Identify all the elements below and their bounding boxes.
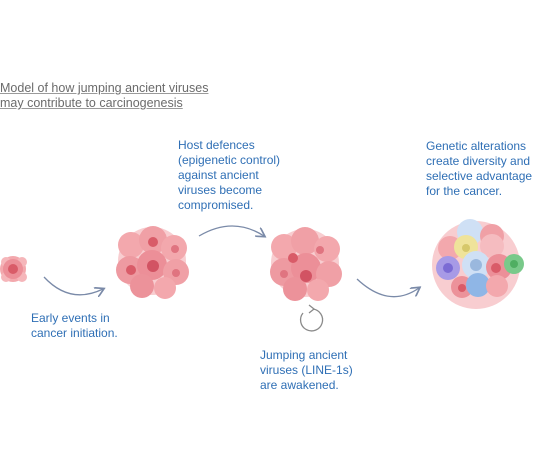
caption-line: are awakened. bbox=[260, 378, 339, 392]
circular-arrow-icon bbox=[299, 304, 324, 332]
caption-line: viruses become bbox=[178, 183, 263, 197]
caption-line: compromised. bbox=[178, 198, 254, 212]
curved-arrow-icon bbox=[356, 278, 419, 298]
caption-line: selective advantage bbox=[426, 169, 533, 183]
diagram-title: Model of how jumping ancient viruses may… bbox=[0, 81, 240, 111]
curved-arrow-icon bbox=[198, 225, 264, 236]
caption-line: against ancient bbox=[178, 168, 259, 182]
caption-line: Jumping ancient bbox=[260, 348, 348, 362]
caption-host-defences: Host defences (epigenetic control) again… bbox=[178, 138, 280, 213]
caption-jumping-viruses: Jumping ancient viruses (LINE-1s) are aw… bbox=[260, 348, 353, 393]
single-cell-icon bbox=[0, 256, 27, 282]
cell-cluster-icon bbox=[116, 226, 189, 299]
caption-line: Early events in bbox=[31, 311, 110, 325]
caption-early-events: Early events in cancer initiation. bbox=[31, 311, 118, 341]
caption-line: cancer initiation. bbox=[31, 326, 118, 340]
caption-line: viruses (LINE-1s) bbox=[260, 363, 353, 377]
title-line-1: Model of how jumping ancient viruses bbox=[0, 81, 209, 95]
curved-arrow-icon bbox=[43, 276, 103, 295]
caption-line: Host defences bbox=[178, 138, 255, 152]
caption-line: Genetic alterations bbox=[426, 139, 527, 153]
caption-line: create diversity and bbox=[426, 154, 531, 168]
title-line-2: may contribute to carcinogenesis bbox=[0, 96, 183, 110]
caption-line: (epigenetic control) bbox=[178, 153, 281, 167]
caption-line: for the cancer. bbox=[426, 184, 503, 198]
cell-cluster-icon bbox=[270, 227, 342, 301]
heterogeneous-tumour-icon bbox=[432, 219, 524, 309]
caption-genetic-alterations: Genetic alterations create diversity and… bbox=[426, 139, 532, 199]
